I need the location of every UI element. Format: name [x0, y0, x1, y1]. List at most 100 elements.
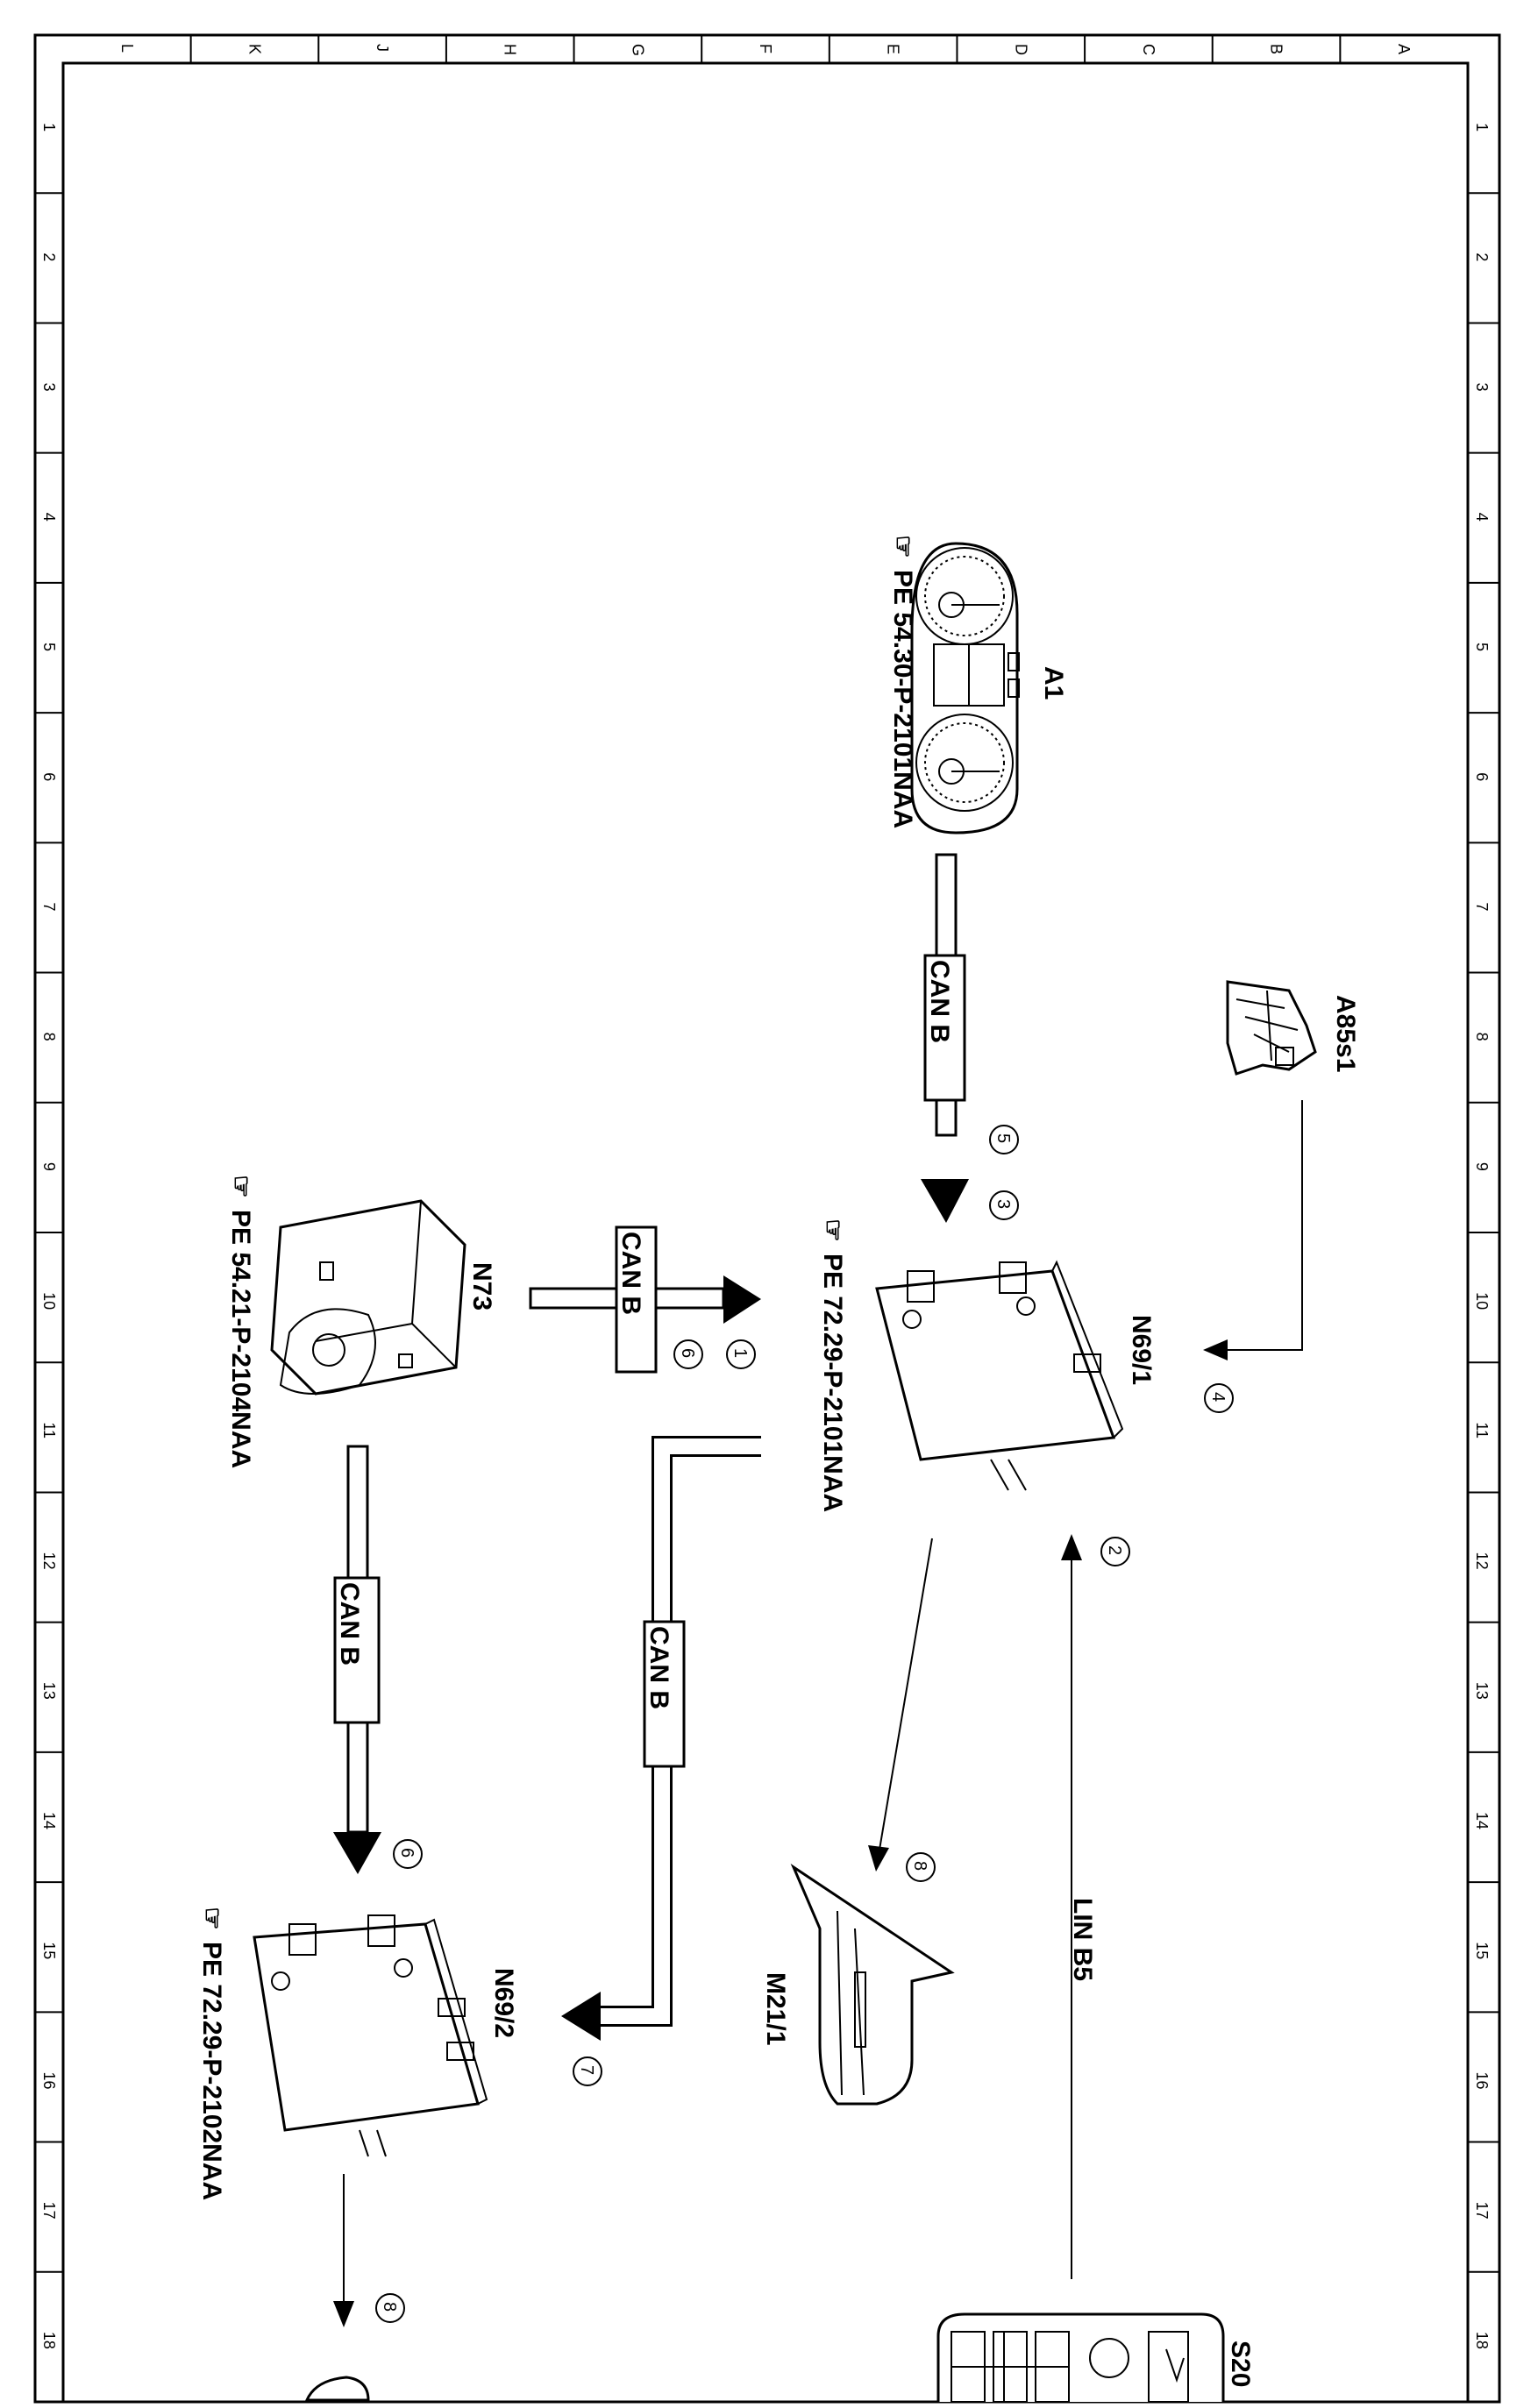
can-b-link-n73-n69-1 [529, 1225, 761, 1374]
m21-1-arrowhead [868, 1845, 889, 1872]
row-number-left-7: 7 [40, 902, 58, 911]
row-number-right-17: 17 [1473, 2202, 1491, 2220]
row-number-right-15: 15 [1473, 1942, 1491, 1959]
switch-s20[interactable] [936, 2312, 1225, 2403]
a1-reference-icon: ☞ [888, 535, 917, 558]
row-number-left-18: 18 [40, 2332, 58, 2349]
s20-label: S20 [1226, 2341, 1255, 2387]
row-number-right-12: 12 [1473, 1552, 1491, 1570]
step-5: 5 [993, 1133, 1013, 1143]
row-number-left-3: 3 [40, 383, 58, 392]
column-letter-a: A [1395, 44, 1413, 54]
row-number-right-11: 11 [1473, 1422, 1491, 1438]
row-number-left-10: 10 [40, 1292, 58, 1310]
column-letter-e: E [885, 44, 902, 54]
row-number-right-1: 1 [1473, 123, 1491, 131]
row-number-left-5: 5 [40, 643, 58, 651]
n69-2-reference: PE 72.29-P-2102NAA [197, 1942, 226, 2200]
m21-1-label: M21/1 [761, 1972, 790, 2045]
column-letter-h: H [502, 44, 519, 55]
row-number-left-9: 9 [40, 1162, 58, 1171]
step-6-marker-a [673, 1339, 703, 1369]
n69-2-label: N69/2 [489, 1968, 518, 2038]
a1-reference: PE 54.30-P-2101NAA [888, 570, 917, 828]
row-number-left-2: 2 [40, 252, 58, 261]
row-number-left-1: 1 [40, 123, 58, 131]
column-letter-c: C [1140, 44, 1157, 55]
instrument-cluster-a1[interactable] [910, 542, 1020, 835]
ignition-switch-n73[interactable] [270, 1199, 466, 1396]
row-number-left-12: 12 [40, 1552, 58, 1570]
column-letter-j: J [374, 44, 391, 52]
step-1: 1 [730, 1348, 750, 1358]
step-7: 7 [577, 2065, 596, 2075]
column-letter-l: L [118, 44, 136, 53]
mirror-motor-m21-1[interactable] [790, 1863, 955, 2106]
row-number-left-16: 16 [40, 2071, 58, 2089]
step-3: 3 [993, 1199, 1013, 1209]
row-number-right-4: 4 [1473, 513, 1491, 522]
row-number-right-16: 16 [1473, 2071, 1491, 2089]
step-8-b: 8 [380, 2302, 399, 2312]
lin-b5-label: LIN B5 [1068, 1898, 1097, 1981]
row-number-left-15: 15 [40, 1942, 58, 1959]
row-number-left-13: 13 [40, 1682, 58, 1700]
row-number-right-2: 2 [1473, 252, 1491, 261]
step-8-marker-b [375, 2293, 405, 2323]
n69-1-label: N69/1 [1127, 1315, 1156, 1385]
row-number-left-14: 14 [40, 1812, 58, 1829]
step-4: 4 [1208, 1392, 1228, 1402]
row-number-right-13: 13 [1473, 1682, 1491, 1700]
step-2-marker [1100, 1537, 1130, 1566]
can-b-link-n73-n69-2 [333, 1445, 381, 1874]
row-number-right-6: 6 [1473, 772, 1491, 781]
mirror-partial-icon [304, 2376, 370, 2402]
can-b-link-a1-n69-1 [921, 853, 969, 1223]
step-8-a: 8 [910, 1861, 929, 1871]
n69-2-arrowhead [333, 2301, 354, 2327]
column-letter-f: F [757, 44, 774, 53]
switch-a85s1[interactable] [1226, 980, 1317, 1076]
row-number-left-8: 8 [40, 1033, 58, 1041]
column-letter-g: G [629, 44, 646, 56]
row-number-right-3: 3 [1473, 383, 1491, 392]
a1-label: A1 [1039, 666, 1068, 700]
n69-2-reference-icon: ☞ [197, 1907, 226, 1930]
n69-1-reference-icon: ☞ [818, 1218, 847, 1242]
row-number-left-11: 11 [40, 1422, 58, 1438]
n73-reference-icon: ☞ [226, 1175, 255, 1198]
step-3-marker [989, 1190, 1019, 1220]
can-b-link-n69-1-n69-2 [561, 1436, 761, 2041]
step-6-a: 6 [678, 1348, 697, 1358]
row-number-right-9: 9 [1473, 1162, 1491, 1171]
n69-1-to-m21-1-line [879, 1538, 933, 1850]
step-5-marker [989, 1125, 1019, 1154]
control-unit-n69-1[interactable] [875, 1260, 1124, 1491]
row-number-right-10: 10 [1473, 1292, 1491, 1310]
row-number-right-5: 5 [1473, 643, 1491, 651]
row-number-right-18: 18 [1473, 2332, 1491, 2349]
step-1-marker [726, 1339, 756, 1369]
a85s1-to-n69-1-line [1210, 1100, 1303, 1351]
control-unit-n69-2[interactable] [253, 1914, 488, 2157]
column-letter-b: B [1268, 44, 1285, 54]
step-8-marker-a [906, 1852, 936, 1882]
can-b-label-1: CAN B [925, 960, 954, 1043]
row-number-left-17: 17 [40, 2202, 58, 2220]
can-b-label-4: CAN B [644, 1626, 673, 1709]
row-number-right-14: 14 [1473, 1812, 1491, 1829]
row-number-left-6: 6 [40, 772, 58, 781]
column-letter-d: D [1012, 44, 1029, 55]
step-6-marker-b [393, 1839, 423, 1869]
n73-reference: PE 54.21-P-2104NAA [226, 1210, 255, 1468]
lin-b5-arrowhead [1061, 1534, 1082, 1560]
n69-1-reference: PE 72.29-P-2101NAA [818, 1254, 847, 1512]
a85s1-arrowhead [1203, 1339, 1228, 1360]
column-letter-k: K [246, 44, 263, 54]
n73-label: N73 [467, 1262, 496, 1311]
a85s1-label: A85s1 [1331, 995, 1360, 1072]
can-b-label-3: CAN B [335, 1582, 364, 1666]
